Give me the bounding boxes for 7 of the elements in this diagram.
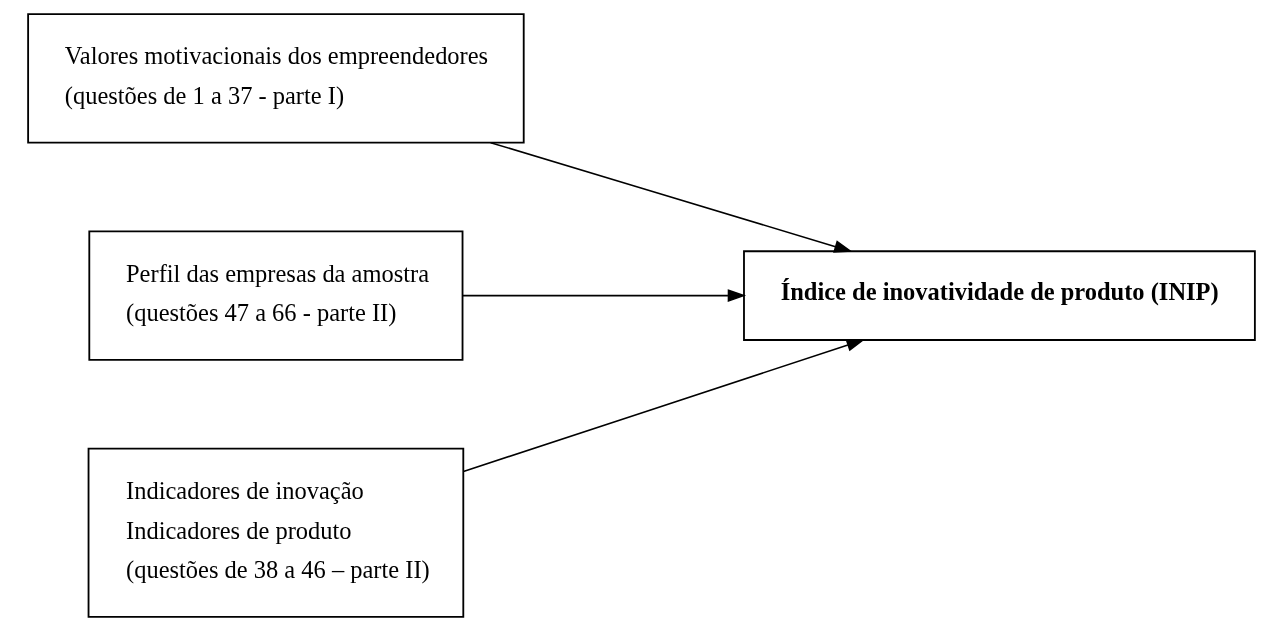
node-box: Índice de inovatividade de produto (INIP): [742, 250, 1256, 341]
arrow: [461, 289, 746, 303]
node-box: Perfil das empresas da amostra (questões 47 a 66 - parte II): [87, 230, 463, 361]
arrow: [489, 141, 853, 253]
node-box: Valores motivacionais dos empreendedores (questões de 1 a 37 - parte I): [26, 13, 525, 144]
node-box: Indicadores de inovação Indicadores de produto (questões de 38 a 46 – parte II): [87, 447, 464, 618]
arrow: [462, 339, 865, 473]
